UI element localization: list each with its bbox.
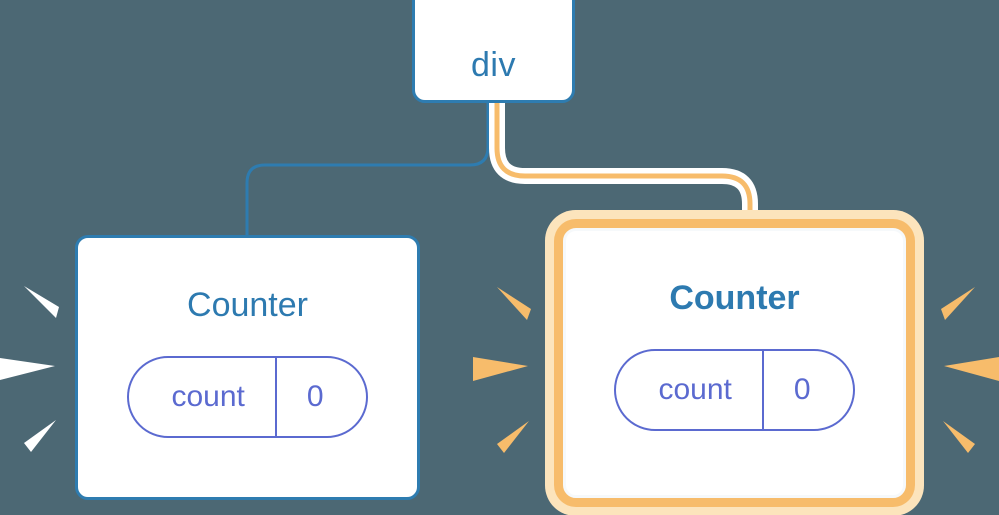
connector-root-to-right bbox=[494, 100, 753, 245]
sparkle-group-middle bbox=[473, 287, 531, 453]
connector-root-to-left bbox=[245, 101, 490, 239]
sparkle-group-right-box bbox=[941, 287, 999, 453]
sparkle-ray-orange-middle-mirrored bbox=[944, 357, 999, 381]
node-div-label: div bbox=[471, 46, 516, 84]
state-pill-left-divider bbox=[274, 358, 277, 436]
state-pill-right: count 0 bbox=[614, 349, 855, 431]
sparkle-ray-white-lower bbox=[24, 420, 56, 452]
state-pill-right-value: 0 bbox=[793, 373, 811, 406]
sparkle-ray-orange-lower-mirrored bbox=[943, 421, 975, 453]
sparkle-group-left-box bbox=[0, 286, 59, 452]
node-counter-left[interactable]: Counter count 0 bbox=[75, 235, 420, 500]
sparkle-ray-white-upper bbox=[24, 286, 59, 318]
state-pill-left-key: count bbox=[171, 380, 245, 413]
state-pill-right-key: count bbox=[658, 373, 732, 406]
sparkle-ray-orange-upper-mirrored bbox=[941, 287, 975, 320]
sparkle-ray-orange-lower bbox=[497, 421, 529, 453]
node-counter-right[interactable]: Counter count 0 bbox=[563, 228, 906, 498]
state-pill-left-value: 0 bbox=[306, 380, 324, 413]
node-counter-left-label: Counter bbox=[187, 286, 308, 324]
sparkle-ray-orange-middle bbox=[473, 357, 528, 381]
sparkle-ray-white-middle bbox=[0, 358, 55, 380]
state-pill-left: count 0 bbox=[127, 356, 368, 438]
sparkle-ray-orange-upper bbox=[497, 287, 531, 320]
connector-root-to-right-halo bbox=[489, 100, 758, 245]
node-counter-right-label: Counter bbox=[669, 279, 800, 317]
node-div[interactable]: div bbox=[412, 0, 575, 103]
state-pill-right-divider bbox=[761, 351, 764, 429]
